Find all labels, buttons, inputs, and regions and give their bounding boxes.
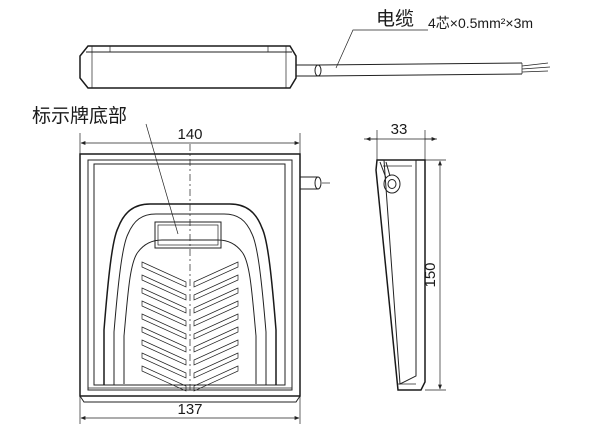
rib-right	[193, 274, 239, 301]
rib-right	[193, 365, 239, 392]
rib-left	[141, 300, 187, 327]
display-plate-label: 标示牌底部	[32, 105, 127, 127]
dim-depth-label: 33	[391, 121, 408, 138]
rib-left	[141, 274, 187, 301]
dim-depth	[364, 130, 437, 160]
front-view	[79, 144, 330, 403]
rib-right	[193, 300, 239, 327]
rib-right	[193, 261, 239, 288]
top-view	[79, 29, 551, 89]
cable-leader	[335, 29, 428, 69]
cable-label: 电缆	[376, 8, 414, 30]
side-view	[375, 159, 426, 391]
pedal-plate	[103, 144, 277, 392]
dim-bottom-width	[79, 396, 301, 424]
display-plate-leader	[145, 123, 179, 235]
rib-right	[193, 313, 239, 340]
rib-right	[193, 287, 239, 314]
rib-right	[193, 326, 239, 353]
dim-height	[425, 159, 446, 391]
display-plate	[154, 221, 222, 249]
rib-right	[193, 339, 239, 366]
side-cable-boss	[379, 161, 401, 194]
dim-top-width-label: 140	[177, 126, 202, 143]
rib-left	[141, 365, 187, 392]
rib-left	[141, 261, 187, 288]
rib-right	[193, 352, 239, 379]
rib-left	[141, 339, 187, 366]
dim-height-label: 150	[422, 262, 439, 287]
rib-left	[141, 326, 187, 353]
rib-left	[141, 313, 187, 340]
top-cable	[296, 62, 551, 77]
rib-left	[141, 287, 187, 314]
dim-bottom-width-label: 137	[177, 401, 202, 418]
chevron-ribs	[141, 261, 239, 392]
rib-left	[141, 352, 187, 379]
dim-top-width	[79, 133, 301, 154]
cable-spec-label: 4芯×0.5mm²×3m	[428, 15, 533, 31]
front-cable	[300, 176, 330, 190]
